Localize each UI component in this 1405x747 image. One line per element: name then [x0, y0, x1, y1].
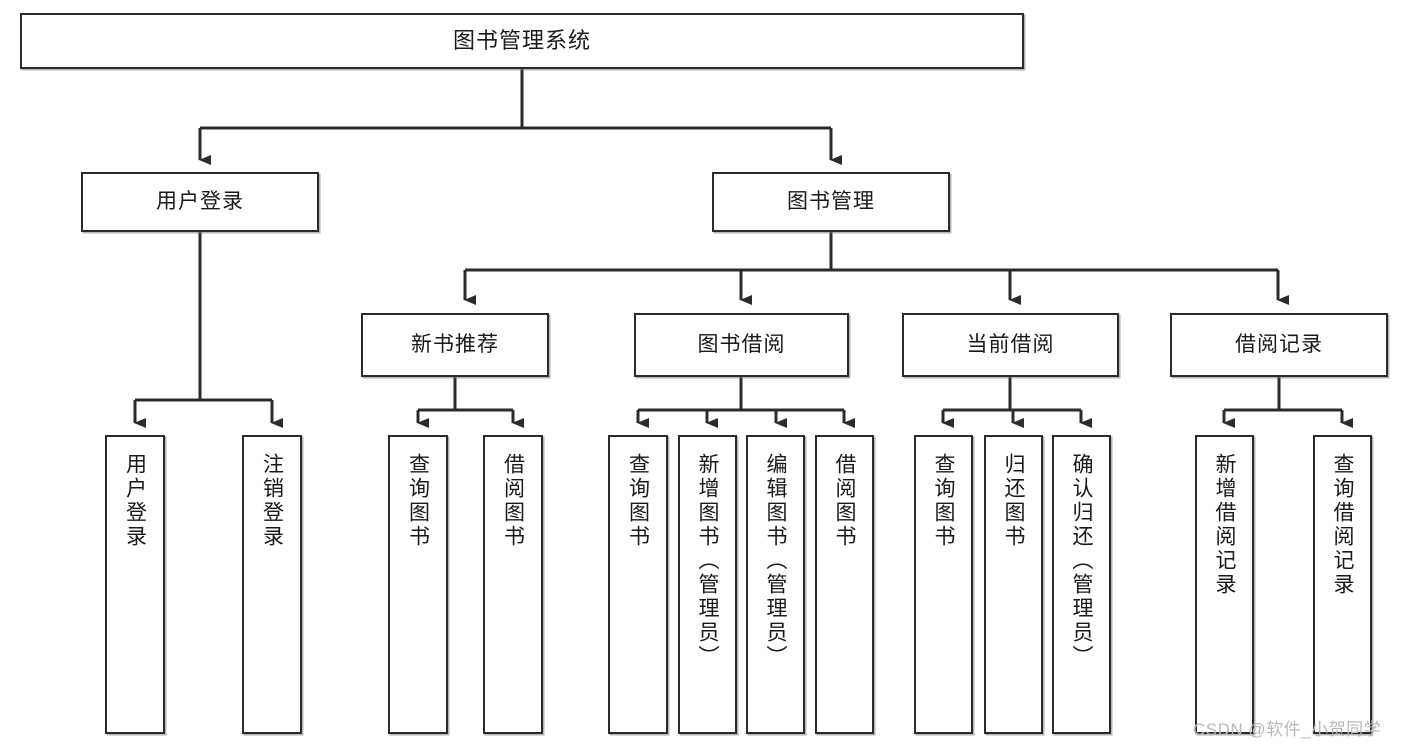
node-root[interactable]: 图书管理系统: [20, 13, 1024, 69]
node-leaf-user-login[interactable]: 用户登录: [105, 435, 165, 734]
node-leaf-user-login-label: 用户登录: [123, 453, 147, 549]
node-root-label: 图书管理系统: [452, 28, 591, 54]
node-user-login-label: 用户登录: [156, 189, 244, 213]
node-current-borrow-label: 当前借阅: [966, 332, 1055, 356]
node-book-borrow[interactable]: 图书借阅: [634, 313, 849, 377]
node-leaf-add-record-label: 新增借阅记录: [1213, 453, 1236, 597]
node-leaf-user-logout[interactable]: 注销登录: [242, 435, 302, 734]
node-leaf-confirm-return-label: 确认归还（管理员）: [1070, 453, 1093, 669]
node-leaf-add-book-label: 新增图书（管理员）: [696, 453, 719, 669]
node-leaf-borrow-book-2-label: 借阅图书: [833, 453, 856, 549]
node-book-manage[interactable]: 图书管理: [712, 172, 950, 232]
node-book-borrow-label: 图书借阅: [697, 332, 786, 356]
node-leaf-borrow-book-1[interactable]: 借阅图书: [483, 435, 543, 734]
node-leaf-add-book[interactable]: 新增图书（管理员）: [678, 435, 737, 734]
node-leaf-query-book-3-label: 查询图书: [932, 453, 955, 549]
node-user-login[interactable]: 用户登录: [81, 172, 319, 232]
node-leaf-borrow-book-2[interactable]: 借阅图书: [815, 435, 874, 734]
node-current-borrow[interactable]: 当前借阅: [902, 313, 1119, 377]
node-leaf-query-record[interactable]: 查询借阅记录: [1313, 435, 1372, 734]
node-leaf-return-book-label: 归还图书: [1002, 453, 1025, 549]
node-book-manage-label: 图书管理: [787, 189, 875, 213]
node-leaf-query-book-2[interactable]: 查询图书: [608, 435, 668, 734]
node-leaf-return-book[interactable]: 归还图书: [984, 435, 1043, 734]
node-leaf-query-book-2-label: 查询图书: [626, 453, 650, 549]
node-leaf-query-book-3[interactable]: 查询图书: [914, 435, 973, 734]
node-leaf-confirm-return[interactable]: 确认归还（管理员）: [1052, 435, 1111, 734]
csdn-watermark: CSDN @软件_小贺同学: [1193, 720, 1382, 739]
node-leaf-borrow-book-1-label: 借阅图书: [501, 453, 525, 549]
node-borrow-record-label: 借阅记录: [1235, 332, 1323, 356]
node-new-book-recommend-label: 新书推荐: [411, 332, 499, 356]
node-leaf-edit-book[interactable]: 编辑图书（管理员）: [746, 435, 805, 734]
node-leaf-add-record[interactable]: 新增借阅记录: [1195, 435, 1254, 734]
node-leaf-query-book-1[interactable]: 查询图书: [388, 435, 448, 734]
node-leaf-query-record-label: 查询借阅记录: [1331, 453, 1354, 597]
node-borrow-record[interactable]: 借阅记录: [1170, 313, 1388, 377]
node-leaf-edit-book-label: 编辑图书（管理员）: [764, 453, 787, 669]
node-leaf-query-book-1-label: 查询图书: [406, 453, 430, 549]
node-new-book-recommend[interactable]: 新书推荐: [361, 313, 549, 377]
node-leaf-user-logout-label: 注销登录: [260, 453, 284, 549]
